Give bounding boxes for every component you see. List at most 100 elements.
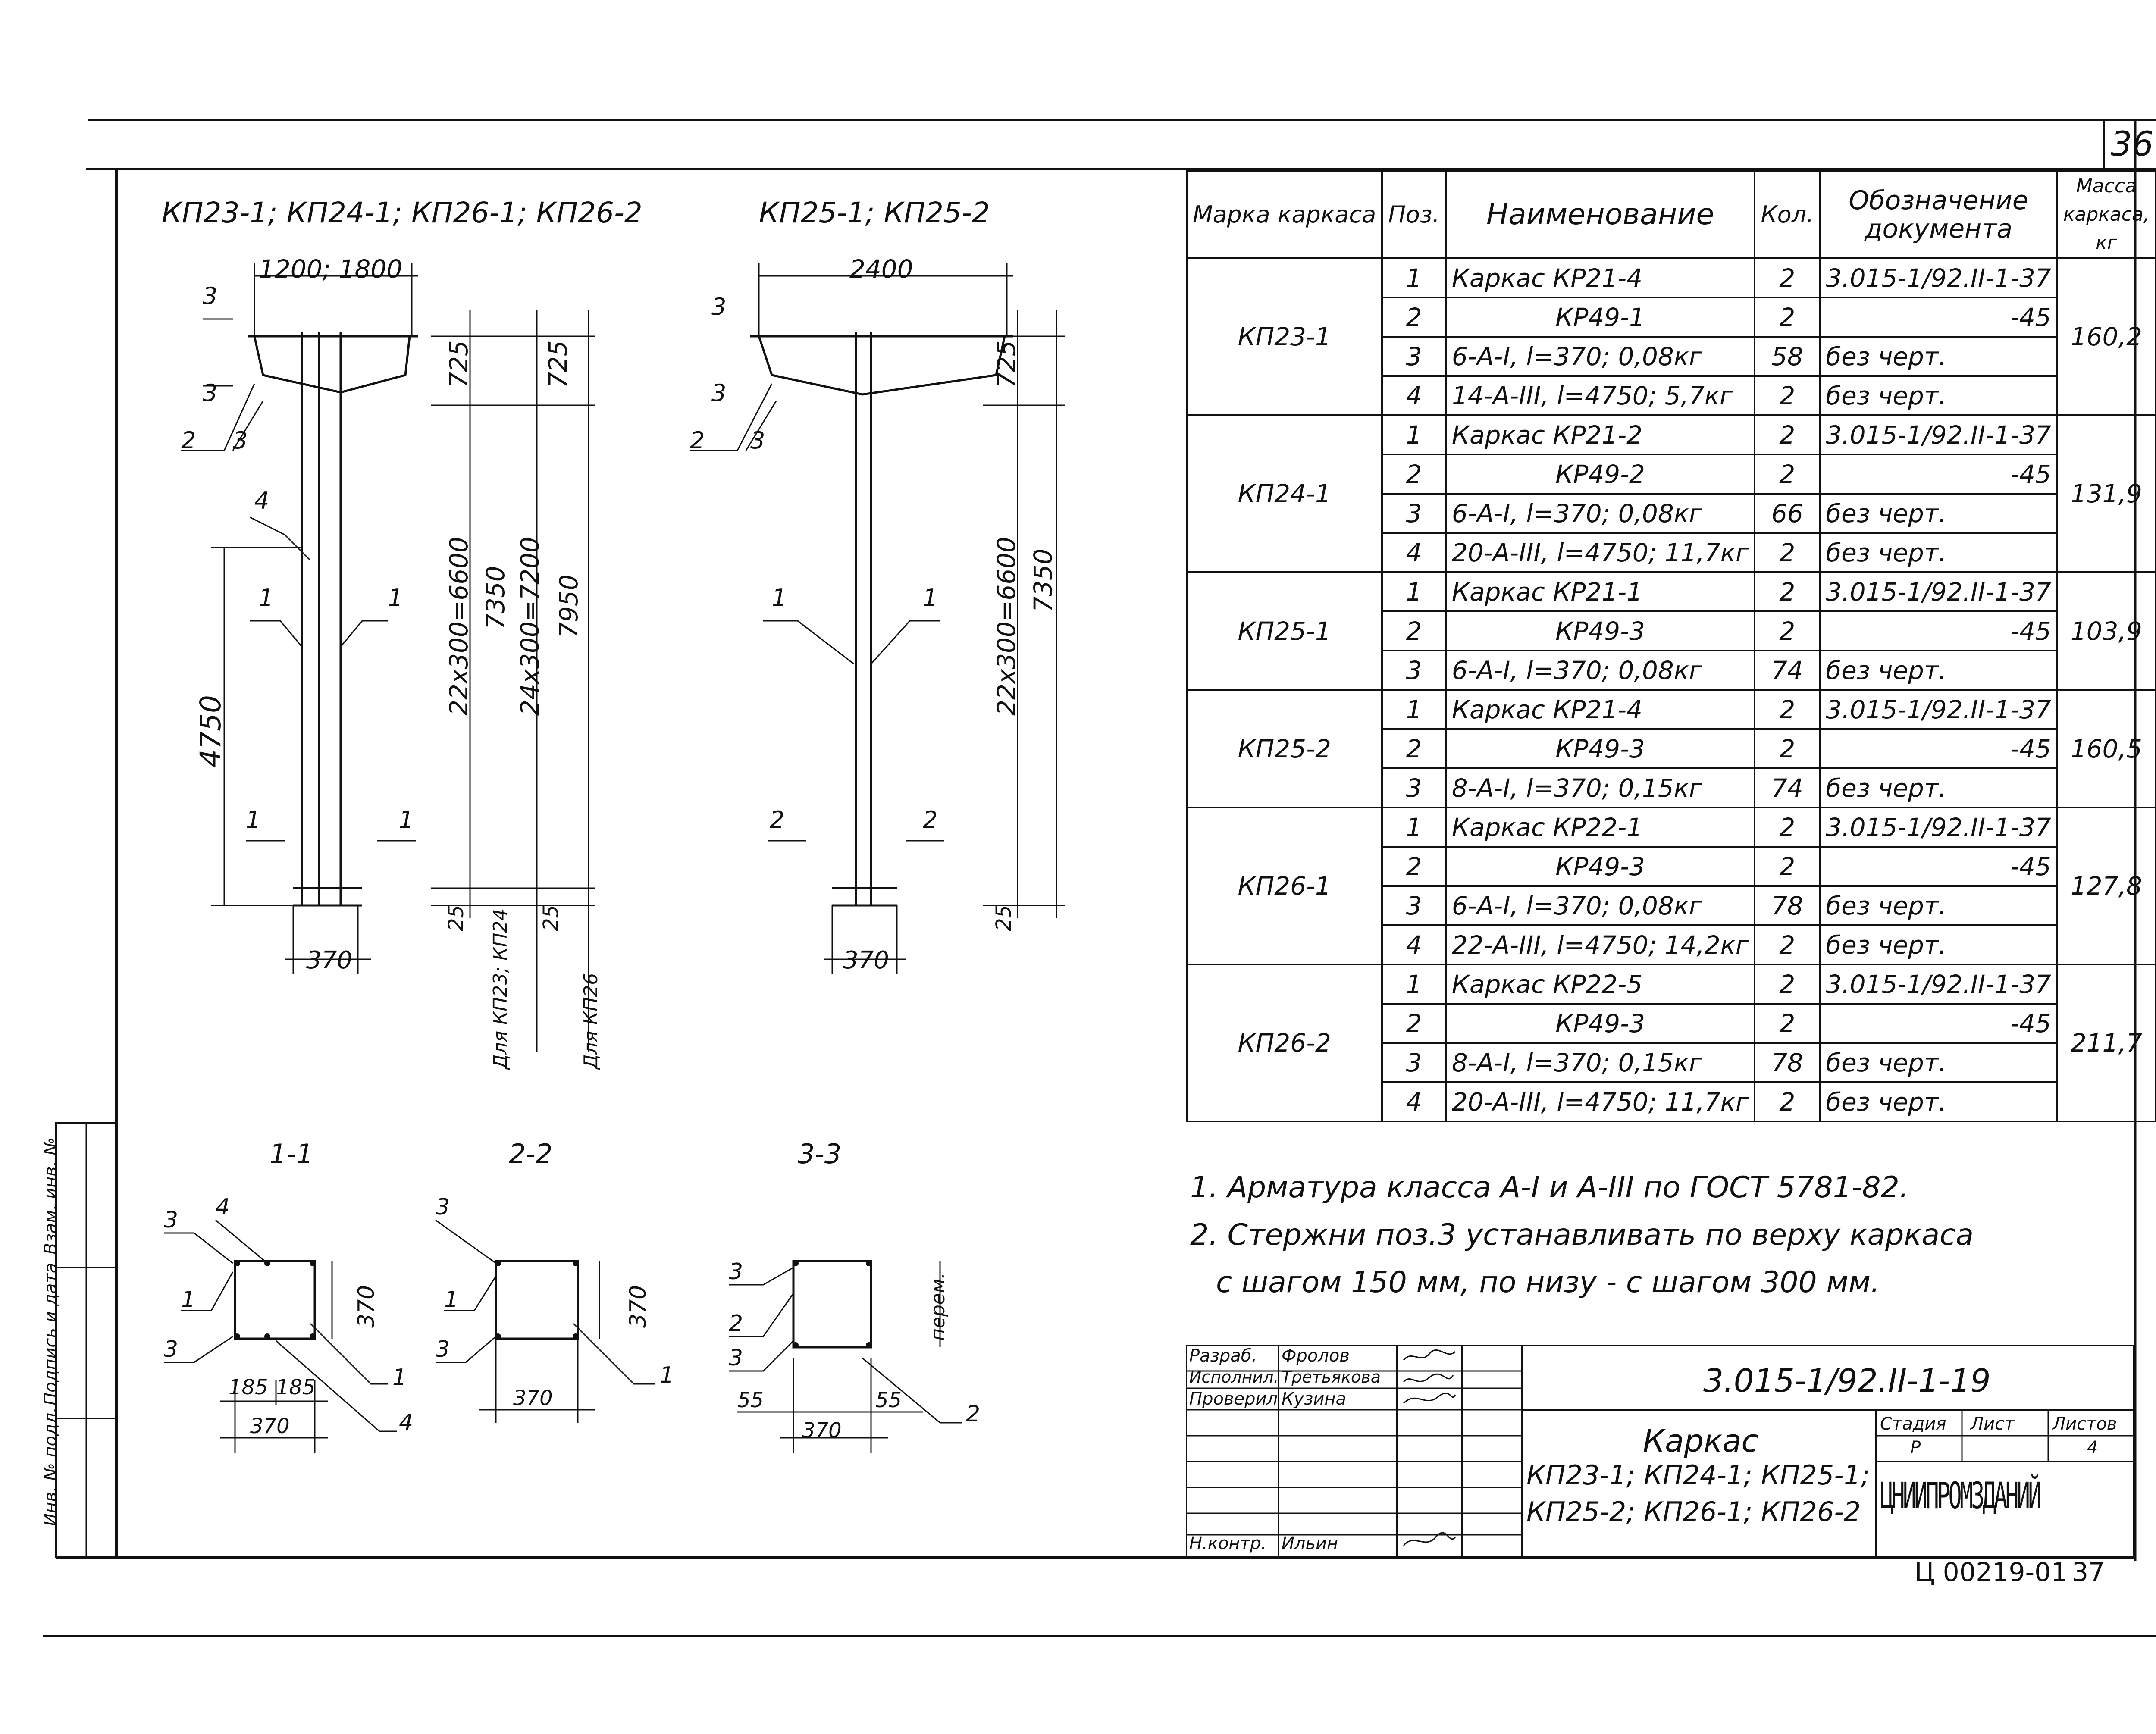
section-1-1-title: 1-1 <box>270 1138 313 1170</box>
note-for-kp26: Для КП26 <box>580 973 602 1069</box>
right-drawing-title: КП25-1; КП25-2 <box>759 196 990 229</box>
cell-qty: 2 <box>1754 454 1821 495</box>
cell-pos: 3 <box>1381 650 1447 691</box>
s3-label-3: 3 <box>729 1259 743 1285</box>
cell-pos: 3 <box>1381 493 1447 534</box>
header-pos: Поз. <box>1381 170 1447 259</box>
s2-dim-h: 370 <box>625 1285 651 1328</box>
s3-dim-h: перем. <box>927 1272 949 1341</box>
callout-left-3-mid: 3 <box>203 379 218 407</box>
s1-dim-half-a: 185 <box>229 1375 268 1399</box>
cell-pos: 2 <box>1381 846 1447 887</box>
cell-qty: 2 <box>1754 1081 1821 1122</box>
section-mark-2b: 2 <box>923 806 938 833</box>
stamp-role-4: Н.контр. <box>1189 1534 1266 1553</box>
callout-right-1a: 1 <box>772 584 787 611</box>
stamp-name-2: Третьякова <box>1282 1368 1381 1387</box>
cell-mass: 160,5 <box>2056 689 2156 808</box>
cell-qty: 2 <box>1754 532 1821 573</box>
cell-name: Каркас КР22-5 <box>1445 964 1756 1005</box>
sheet-header: Лист <box>1971 1414 2015 1434</box>
cell-qty: 2 <box>1754 689 1821 730</box>
cell-name: Каркас КР21-1 <box>1445 571 1756 612</box>
cell-doc: без черт. <box>1819 336 2058 377</box>
note-2-cont: с шагом 150 мм, по низу - с шагом 300 мм… <box>1216 1265 1880 1299</box>
callout-right-2: 2 <box>690 427 705 454</box>
cell-pos: 1 <box>1381 571 1447 612</box>
section-mark-1a: 1 <box>246 806 261 833</box>
dim-bottom-a: 25 <box>444 905 468 931</box>
cell-doc: без черт. <box>1819 767 2058 808</box>
s3-dim-left: 55 <box>737 1388 764 1412</box>
dim-left-span-b: 7350 <box>481 566 510 629</box>
dim-right-top-width: 2400 <box>849 254 913 284</box>
dim-right-span-b: 7350 <box>1028 548 1058 612</box>
s1-dim-half-b: 185 <box>276 1375 316 1399</box>
cell-doc: 3.015-1/92.II-1-37 <box>1819 257 2058 298</box>
document-code: 3.015-1/92.II-1-19 <box>1703 1362 1991 1399</box>
s2-label-1: 1 <box>444 1287 459 1313</box>
left-drawing-title: КП23-1; КП24-1; КП26-1; КП26-2 <box>162 196 642 229</box>
title-line-2: КП23-1; КП24-1; КП25-1; <box>1526 1459 1870 1491</box>
s3-label-2: 2 <box>729 1311 743 1336</box>
cell-pos: 2 <box>1381 454 1447 495</box>
cell-mass: 160,2 <box>2056 257 2156 416</box>
cell-doc: без черт. <box>1819 493 2058 534</box>
cell-doc: 3.015-1/92.II-1-37 <box>1819 964 2058 1005</box>
header-mass: Масса каркаса, кг <box>2056 170 2156 259</box>
cell-name: 8-А-I, l=370; 0,15кг <box>1445 767 1756 808</box>
dim-left-span-d: 7950 <box>554 574 583 638</box>
cell-pos: 4 <box>1381 924 1447 965</box>
dim-base-width: 370 <box>306 946 352 974</box>
sheets-value: 4 <box>2087 1438 2098 1458</box>
sheets-header: Листов <box>2053 1414 2117 1434</box>
dim-left-top-width: 1200; 1800 <box>259 254 403 284</box>
cell-pos: 4 <box>1381 375 1447 416</box>
cell-doc: без черт. <box>1819 924 2058 965</box>
cell-pos: 1 <box>1381 414 1447 455</box>
cell-pos: 4 <box>1381 1081 1447 1122</box>
cell-name: 20-А-III, l=4750; 11,7кг <box>1445 532 1756 573</box>
cell-doc: -45 <box>1819 454 2058 495</box>
cell-mass: 131,9 <box>2056 414 2156 573</box>
cell-qty: 2 <box>1754 571 1821 612</box>
callout-right-3-mid: 3 <box>711 379 727 407</box>
cell-qty: 2 <box>1754 375 1821 416</box>
cell-pos: 1 <box>1381 807 1447 848</box>
s3-dim-right: 55 <box>875 1388 902 1412</box>
cell-name: 8-А-I, l=370; 0,15кг <box>1445 1042 1756 1083</box>
cell-qty: 2 <box>1754 610 1821 651</box>
s1-dim-h: 370 <box>354 1285 379 1328</box>
s3-dim-w: 370 <box>802 1418 842 1443</box>
cell-qty: 2 <box>1754 924 1821 965</box>
cell-qty: 2 <box>1754 964 1821 1005</box>
cell-mark: КП23-1 <box>1185 257 1383 416</box>
specification-table: Марка каркаса Поз. Наименование Кол. Обо… <box>1185 170 2156 1122</box>
stamp-name-1: Фролов <box>1282 1346 1350 1366</box>
cell-doc: без черт. <box>1819 375 2058 416</box>
cell-qty: 66 <box>1754 493 1821 534</box>
cell-doc: -45 <box>1819 846 2058 887</box>
cell-name: 6-А-I, l=370; 0,08кг <box>1445 885 1756 926</box>
dim-base-width-right: 370 <box>843 946 889 974</box>
callout-left-1a: 1 <box>259 584 274 611</box>
s1-dim-w: 370 <box>250 1414 290 1438</box>
cell-pos: 2 <box>1381 728 1447 769</box>
callout-left-3-top: 3 <box>203 282 218 310</box>
cell-doc: -45 <box>1819 1003 2058 1044</box>
stage-header: Стадия <box>1880 1414 1946 1434</box>
signatures <box>1403 1349 1456 1546</box>
stamp-name-4: Ильин <box>1282 1534 1338 1553</box>
cell-doc: без черт. <box>1819 650 2058 691</box>
cell-name: Каркас КР21-4 <box>1445 689 1756 730</box>
cell-pos: 1 <box>1381 257 1447 298</box>
